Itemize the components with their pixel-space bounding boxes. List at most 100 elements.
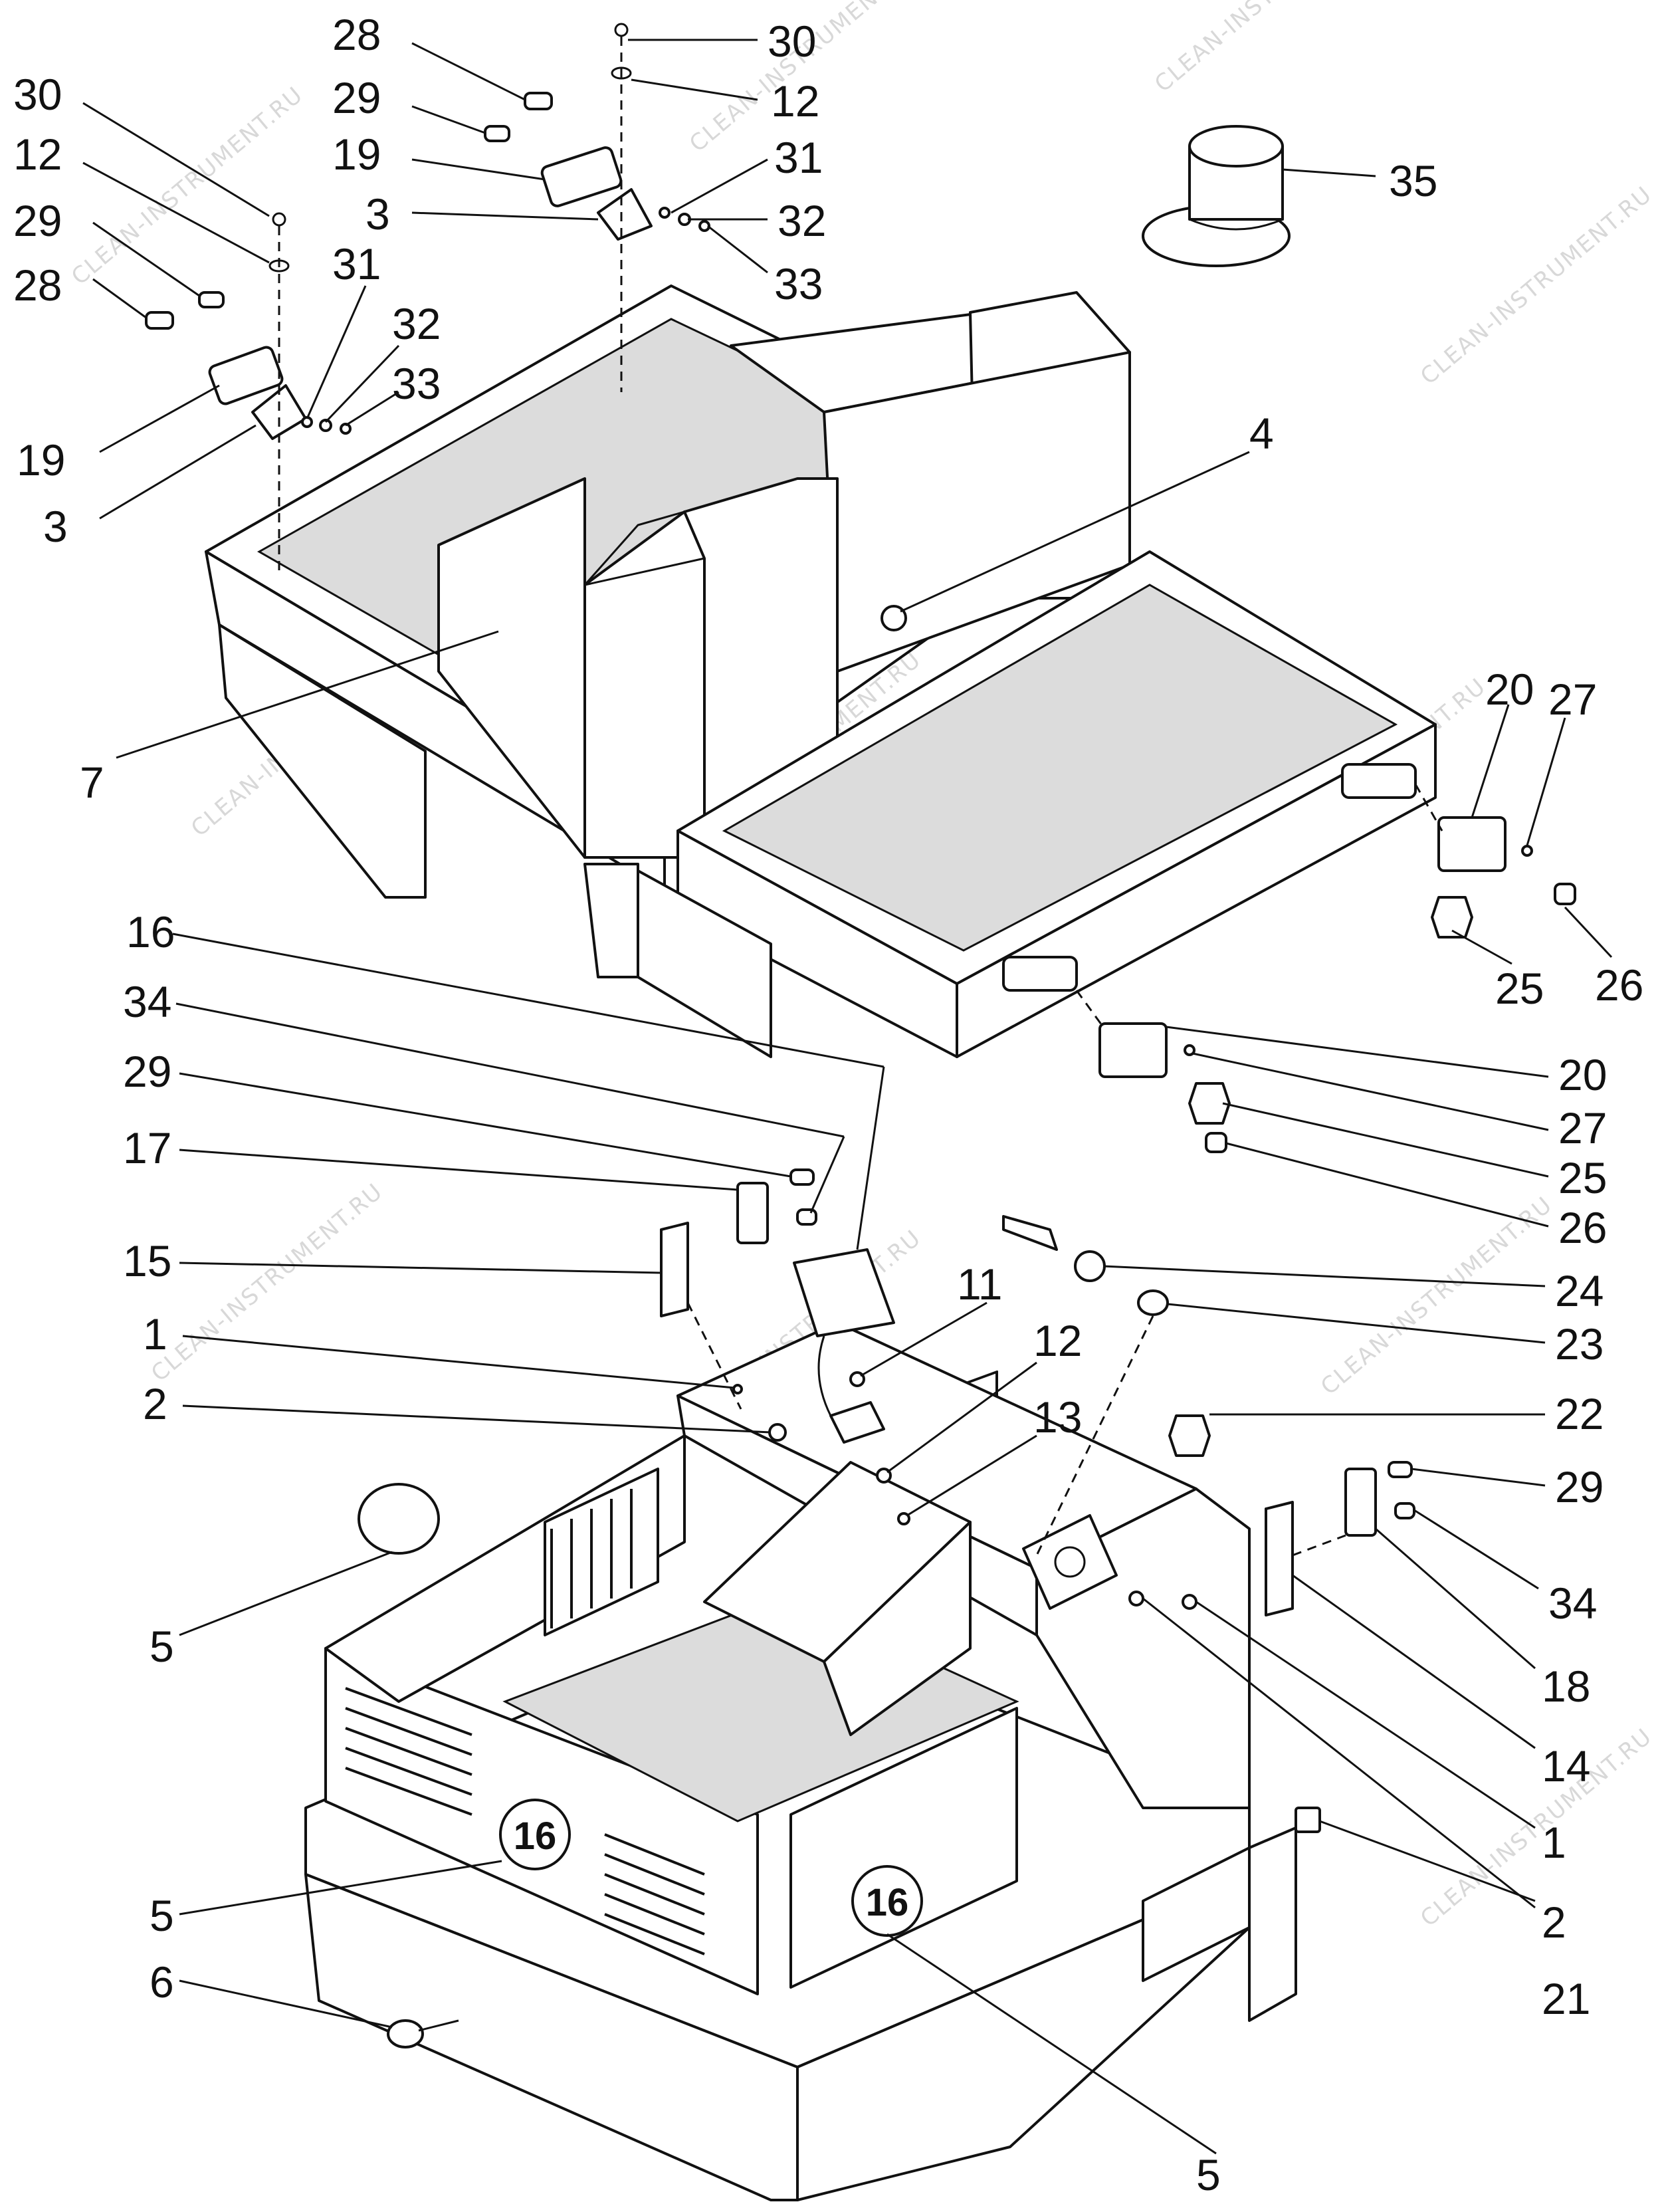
callout-33: 33	[774, 259, 823, 308]
control-plate	[1022, 1514, 1118, 1610]
callout-29: 29	[123, 1047, 171, 1096]
callout-7: 7	[80, 758, 104, 807]
bulb-26a	[1554, 883, 1576, 905]
watermark: CLEAN-INSTRUMENT.RU	[1316, 1191, 1558, 1400]
callout-1: 1	[1542, 1818, 1566, 1867]
bulb-26b	[1205, 1132, 1227, 1153]
callout-2: 2	[143, 1379, 167, 1428]
beacon-lamp	[1142, 125, 1291, 267]
callout-12: 12	[13, 130, 62, 179]
frame-support-leg-left	[583, 863, 639, 978]
relay-21	[1295, 1807, 1321, 1833]
callout-32: 32	[392, 299, 441, 348]
front-panel	[789, 1707, 1018, 1989]
lever-hub-24	[1074, 1250, 1106, 1282]
nut-2b	[1128, 1591, 1144, 1606]
radiator-block	[544, 1468, 659, 1636]
work-lamp-19b	[540, 146, 623, 207]
washer-12b	[611, 66, 632, 80]
callout-2: 2	[1542, 1898, 1566, 1947]
screw-30a	[272, 212, 286, 227]
deck-handle-right	[1341, 763, 1417, 799]
callout-16: 16	[126, 907, 175, 956]
callout-15: 15	[123, 1236, 171, 1285]
work-lamp-19a	[208, 346, 284, 405]
badge-left	[499, 1799, 571, 1870]
callout-31: 31	[332, 239, 381, 288]
callout-33: 33	[392, 359, 441, 408]
callout-12: 12	[1033, 1316, 1082, 1365]
callout-32: 32	[778, 196, 826, 245]
side-lamp-20b	[1098, 1022, 1168, 1078]
callout-13: 13	[1033, 1392, 1082, 1442]
grommet-23	[1137, 1289, 1169, 1316]
callout-19: 19	[332, 130, 381, 179]
pedal-plate	[793, 1248, 895, 1337]
frame-support-leg-right	[637, 869, 772, 1058]
callout-25: 25	[1495, 964, 1544, 1013]
pedal-bracket	[829, 1401, 885, 1444]
radiator-fins	[550, 1489, 633, 1628]
callout-26: 26	[1558, 1203, 1607, 1252]
badge-left-label: 16	[514, 1815, 557, 1858]
console-hood	[823, 1521, 972, 1736]
lower-body-assembly: 16 16	[304, 1168, 1415, 2201]
bulb-28a	[145, 311, 174, 330]
bulb-34b	[1394, 1502, 1415, 1519]
eye-bolt-6	[387, 2019, 459, 2048]
callout-14: 14	[1542, 1741, 1590, 1791]
inner-bulkhead	[437, 477, 586, 859]
right-rear-bracket	[1142, 1846, 1251, 1982]
watermark: CLEAN-INSTRUMENT.RU	[1415, 181, 1657, 390]
nut-2a	[768, 1423, 787, 1442]
watermark: CLEAN-INSTRUMENT.RU	[146, 1178, 388, 1387]
lamp-group-left	[145, 212, 352, 572]
lamp-holder-25b	[1188, 1082, 1231, 1125]
rear-lamp-18	[1344, 1468, 1377, 1537]
body-base-front	[304, 1873, 799, 2201]
screw-30b	[614, 23, 629, 37]
lever-handle	[1002, 1215, 1058, 1251]
frame-right-inner	[722, 584, 1398, 952]
callout-3: 3	[365, 189, 390, 239]
fitting-22	[1168, 1414, 1211, 1457]
deck-handle-front	[1002, 956, 1078, 992]
leader-lines	[82, 39, 1613, 2155]
watermark: CLEAN-INSTRUMENT.RU	[1150, 0, 1392, 98]
nut-13	[897, 1512, 910, 1525]
gasket-ring-5	[358, 1483, 440, 1555]
rear-lamp-14	[1265, 1501, 1294, 1616]
switch-mount	[881, 605, 907, 631]
callout-28: 28	[332, 10, 381, 59]
callout-26: 26	[1595, 960, 1643, 1010]
callout-27: 27	[1558, 1103, 1607, 1153]
callout-1: 1	[143, 1309, 167, 1359]
watermark: CLEAN-INSTRUMENT.RU	[66, 81, 308, 290]
callout-31: 31	[774, 133, 823, 182]
badge-right	[851, 1865, 923, 1937]
bulb-28b	[524, 92, 553, 110]
bulb-34a	[796, 1208, 817, 1226]
callout-3: 3	[43, 502, 68, 551]
callout-23: 23	[1555, 1319, 1604, 1369]
callout-19: 19	[17, 435, 65, 485]
callout-5: 5	[1196, 2150, 1221, 2199]
callout-17: 17	[123, 1123, 171, 1172]
callout-27: 27	[1548, 675, 1597, 724]
side-lamp-20a	[1437, 816, 1506, 872]
callout-34: 34	[123, 977, 171, 1026]
pedal-arm	[817, 1335, 858, 1424]
callout-4: 4	[1249, 409, 1274, 458]
callout-labels: 30 12 29 28 19 3 31 32 33 28 29 19 3 30 …	[13, 10, 1643, 2199]
badge-right-label: 16	[866, 1881, 909, 1924]
upper-frame-assembly	[205, 284, 1437, 1058]
callout-20: 20	[1485, 665, 1534, 714]
nut-1a	[732, 1384, 743, 1394]
rear-lamp-15	[660, 1222, 689, 1317]
callout-5: 5	[150, 1622, 174, 1671]
callout-28: 28	[13, 261, 62, 310]
callout-21: 21	[1542, 1974, 1590, 2023]
bulb-29a	[198, 291, 225, 308]
callout-29: 29	[1555, 1462, 1604, 1511]
